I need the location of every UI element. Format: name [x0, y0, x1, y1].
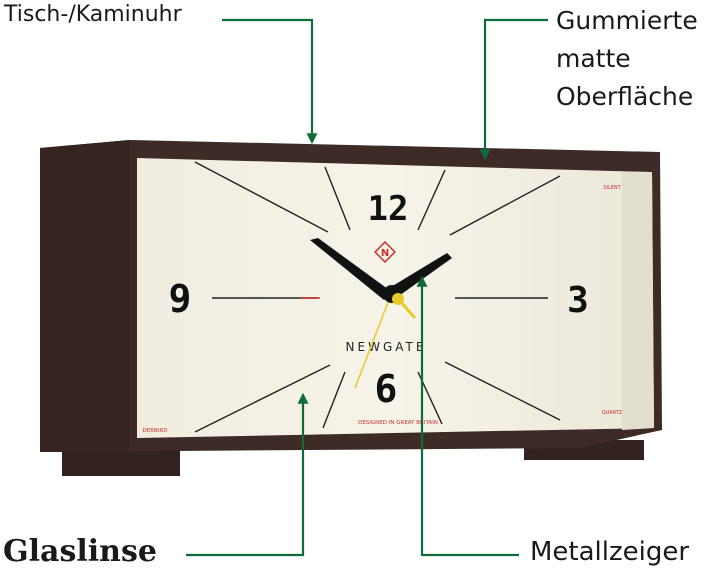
arrow-rubber-surface	[479, 18, 548, 161]
numeral-3: 3	[567, 280, 589, 321]
numeral-6: 6	[375, 367, 398, 411]
model-text: DERBIRD	[143, 428, 168, 434]
tick-line	[194, 161, 329, 233]
tick-line	[324, 166, 351, 231]
label-rubber-surface: Gummierte matte Oberfläche	[556, 2, 698, 116]
tick-line	[449, 175, 561, 236]
label-metal-hands: Metallzeiger	[530, 537, 690, 567]
arrow-metal-hands	[416, 275, 519, 557]
label-table-clock: Tisch-/Kaminuhr	[4, 2, 182, 27]
designed-text: DESIGNED IN GREAT BRITAIN	[358, 420, 438, 426]
clock-hands	[310, 238, 452, 389]
label-line: matte	[556, 44, 631, 73]
numeral-12: 12	[368, 189, 409, 229]
label-line: Oberfläche	[556, 82, 694, 111]
svg-text:N: N	[381, 248, 389, 259]
tick-line	[194, 364, 331, 433]
tick-line	[444, 361, 561, 421]
label-glass-lens: Glaslinse	[3, 534, 157, 569]
silent-text: SILENT	[603, 185, 621, 191]
label-line: Gummierte	[556, 6, 698, 35]
numeral-9: 9	[169, 277, 192, 321]
newgate-logo-icon: N	[374, 241, 396, 263]
arrow-glass-lens	[186, 392, 309, 557]
tick-line	[417, 169, 446, 231]
hour-hand	[310, 238, 392, 300]
brand-text: NEWGATE	[346, 340, 427, 354]
second-hand	[354, 291, 393, 389]
annotation-arrows	[186, 18, 548, 557]
arrow-table-clock	[222, 18, 318, 145]
tick-line	[322, 371, 346, 429]
quartz-text: QUARTZ	[602, 410, 623, 416]
minute-hand	[386, 253, 452, 298]
second-hand-hub	[392, 293, 404, 305]
